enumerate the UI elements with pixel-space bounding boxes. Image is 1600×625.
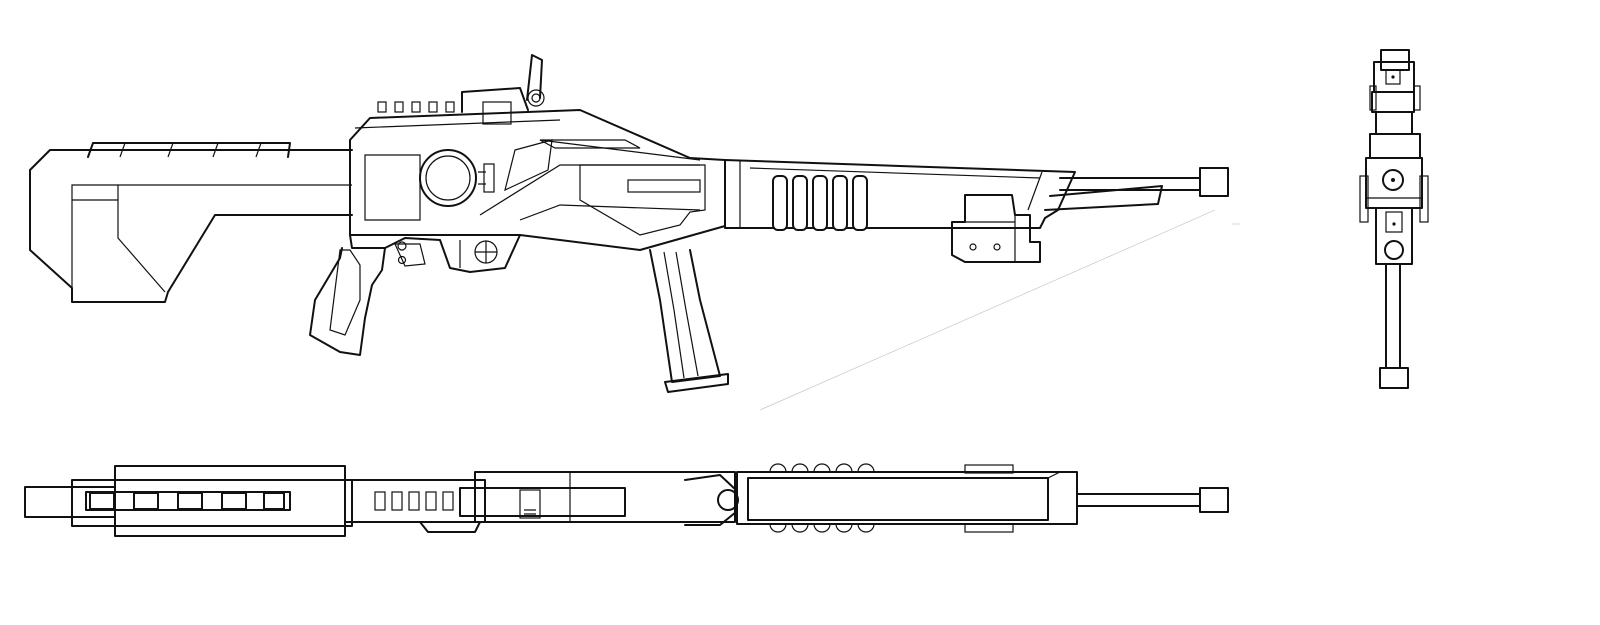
rear-view	[1359, 49, 1429, 389]
stock	[29, 149, 353, 303]
barrel	[1044, 167, 1229, 211]
side-view	[29, 54, 1240, 411]
magazine	[649, 249, 729, 393]
construction-line	[759, 209, 1216, 411]
handguard	[724, 159, 1076, 231]
underbarrel-module	[951, 194, 1041, 263]
stock-top-rail	[87, 142, 291, 158]
top-view	[24, 463, 1229, 537]
pistol-grip	[309, 234, 521, 356]
scope-mount	[419, 149, 495, 207]
receiver	[349, 109, 726, 251]
top-rail	[377, 54, 545, 125]
